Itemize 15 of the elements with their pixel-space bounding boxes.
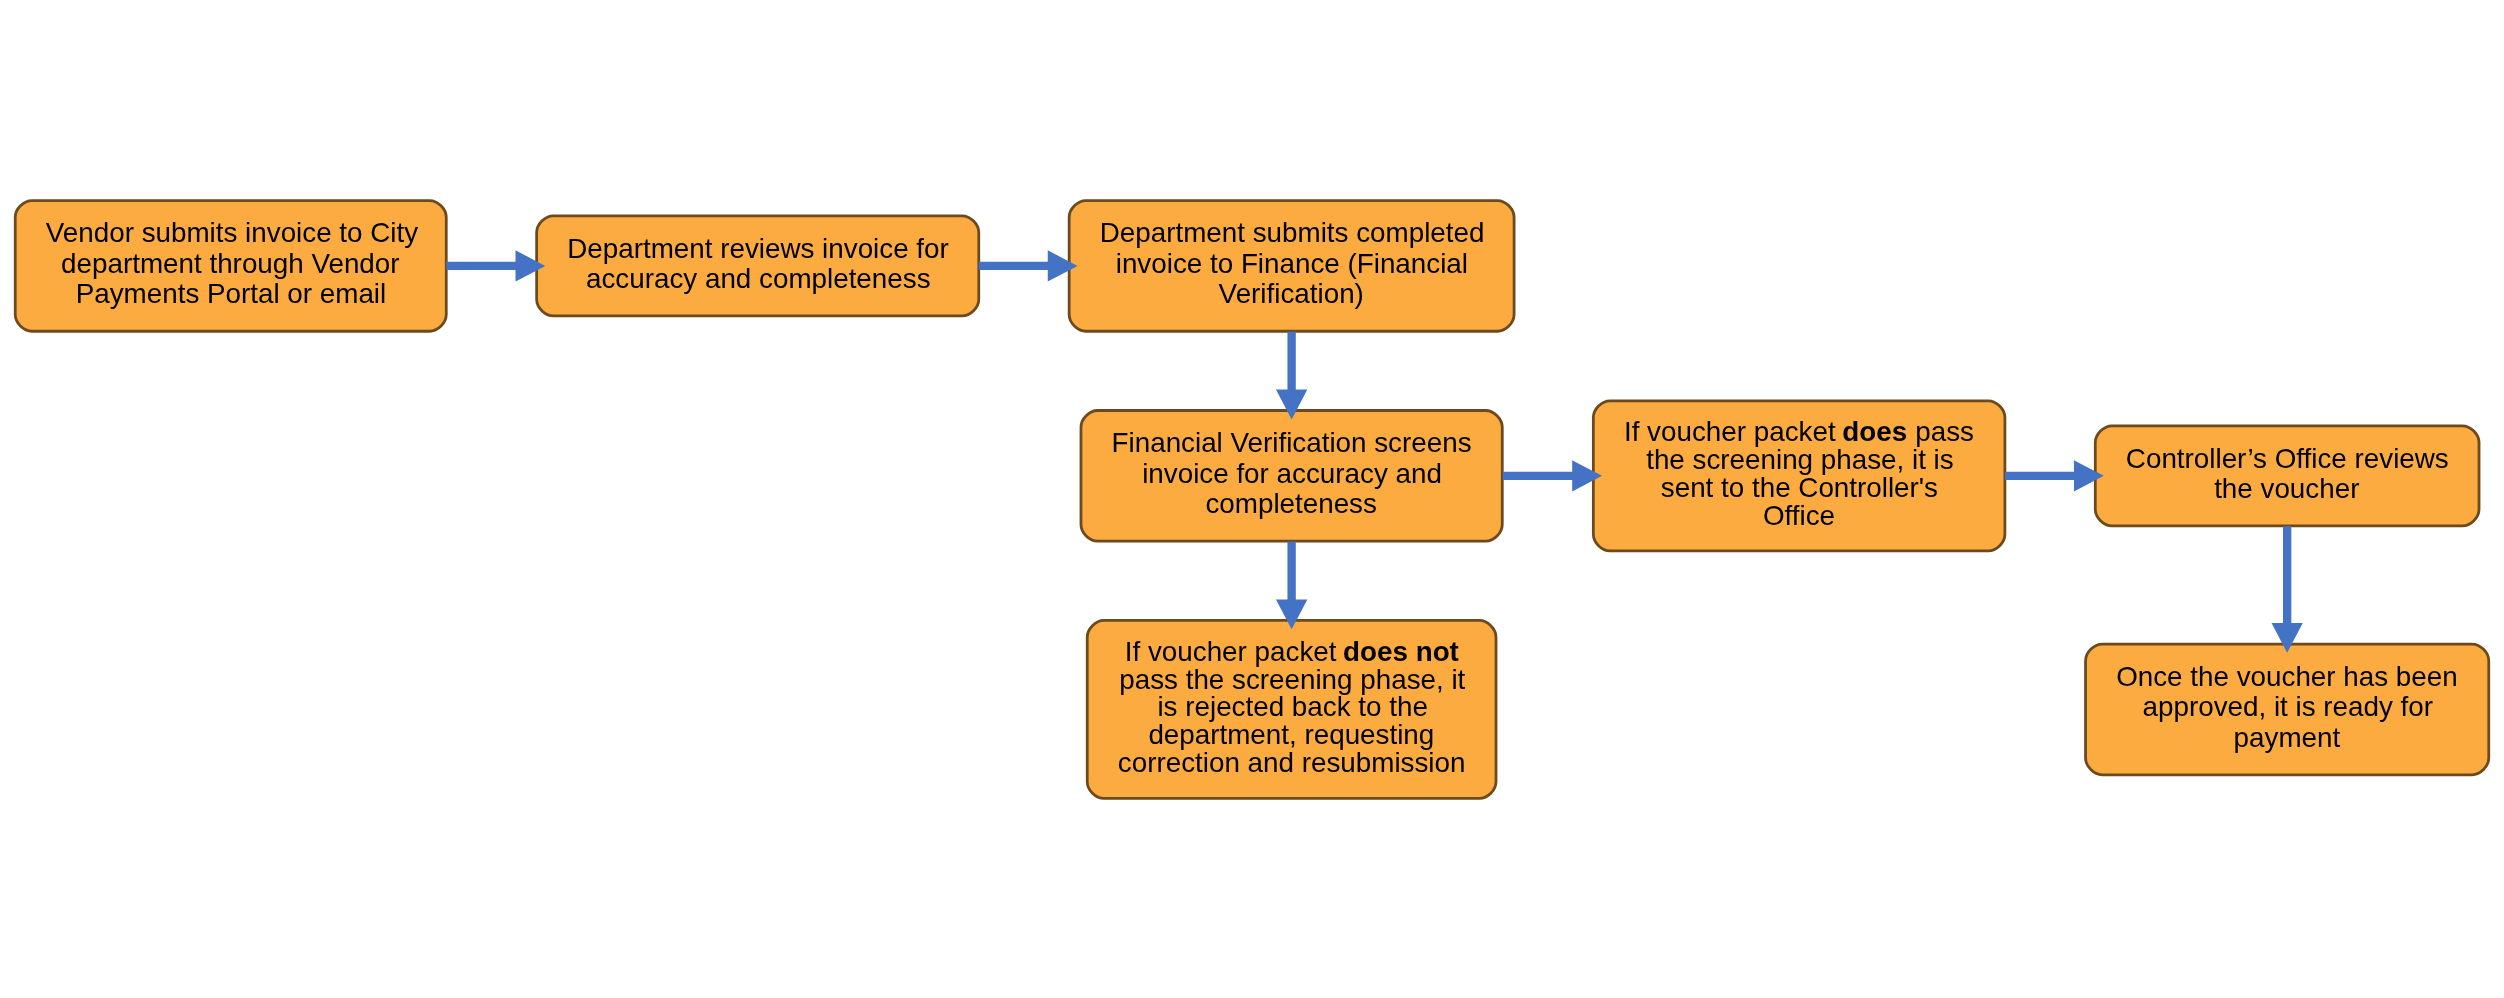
node-box: Department submits completed invoice to Finance (Financial Verification) xyxy=(1067,198,1516,333)
arrow xyxy=(2005,459,2104,491)
node-box: Department reviews invoice for accuracy and completeness xyxy=(535,213,981,317)
node-box: Controller’s Office reviews the voucher xyxy=(2093,423,2481,527)
arrow xyxy=(2271,525,2303,653)
node-box: If voucher packet does not pass the screening phase, it is rejected back to the department, requesting correction and resubmission xyxy=(1085,618,1498,800)
arrow xyxy=(978,249,1078,282)
arrow xyxy=(446,249,546,282)
arrow xyxy=(1275,331,1308,419)
arrow xyxy=(1502,459,1602,492)
node-box: Financial Verification screens invoice for accuracy and completeness xyxy=(1079,408,1504,543)
node-box: If voucher packet does pass the screening phase, it is sent to the Controller's Office xyxy=(1591,398,2007,552)
node-box: Vendor submits invoice to City department through Vendor Payments Portal or email xyxy=(13,198,448,333)
node-box: Once the voucher has been approved, it is ready for payment xyxy=(2084,642,2491,776)
arrow xyxy=(1275,541,1308,629)
